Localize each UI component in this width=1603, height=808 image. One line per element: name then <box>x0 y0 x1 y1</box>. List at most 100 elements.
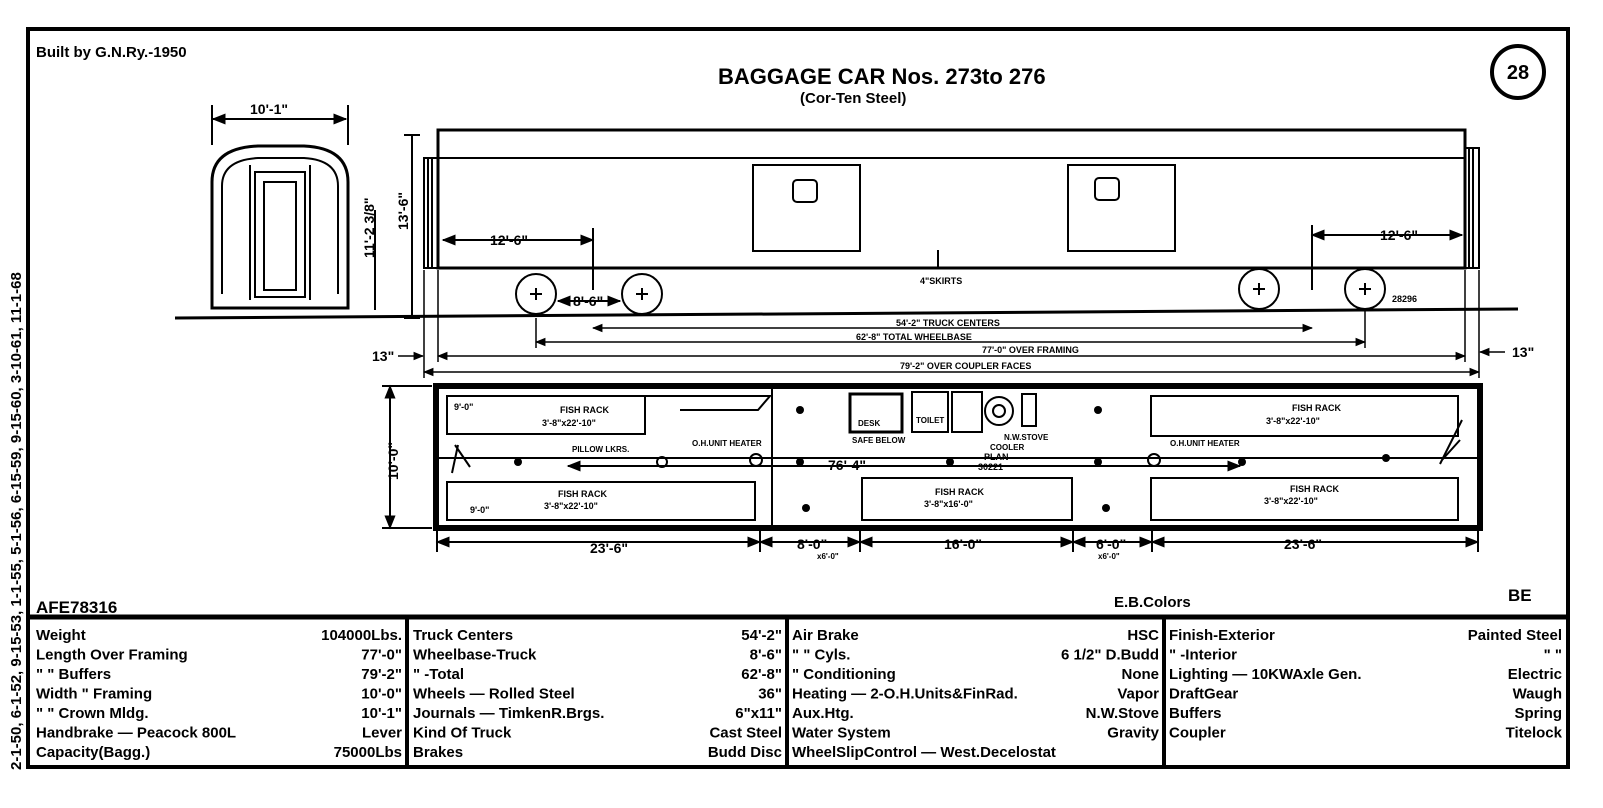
fish-rack-tr-label: FISH RACK <box>1292 403 1341 413</box>
spec-value: HSC <box>1127 627 1159 644</box>
spec-value: 6"x11" <box>735 705 782 722</box>
spec-value: 36" <box>758 686 782 703</box>
safe-below-label: SAFE BELOW <box>852 436 906 445</box>
car-number-small: 28296 <box>1392 294 1417 304</box>
desk-label: DESK <box>858 419 880 428</box>
spec-label: " " Cyls. <box>792 647 850 664</box>
spec-value: 54'-2" <box>741 627 782 644</box>
spec-value: Titelock <box>1506 725 1563 742</box>
fish-rack-c-label: FISH RACK <box>935 487 984 497</box>
spec-label: Finish-Exterior <box>1169 627 1275 644</box>
spec-value: 8'-6" <box>750 647 782 664</box>
left-overhang-label: 12'-6" <box>490 232 528 248</box>
end-view-width-label: 10'-1" <box>250 101 288 117</box>
fish-rack-bl-size: 3'-8"x22'-10" <box>544 501 598 511</box>
seg-4-sub-label: x6'-0" <box>1098 552 1120 561</box>
diagram-number: 28 <box>1507 62 1529 84</box>
pillow-lockers-label: PILLOW LKRS. <box>572 445 629 454</box>
rail-line <box>174 307 1519 320</box>
side-height-label: 13'-6" <box>395 192 411 230</box>
right-end-offset-label: 13" <box>1512 344 1534 360</box>
seg-5-label: 23'-6" <box>1284 536 1322 552</box>
spec-label: Handbrake — Peacock 800L <box>36 725 236 742</box>
spec-value: Spring <box>1515 705 1563 722</box>
spec-value: 104000Lbs. <box>321 627 402 644</box>
spec-value: " " <box>1544 647 1562 664</box>
seg-4-label: 6'-0" <box>1096 536 1126 552</box>
nw-stove-label: N.W.STOVE <box>1004 433 1049 442</box>
fish-rack-tr-size: 3'-8"x22'-10" <box>1266 416 1320 426</box>
over-coupler-faces-label: 79'-2" OVER COUPLER FACES <box>900 361 1031 371</box>
side-elevation <box>404 128 1480 319</box>
spec-label: " Conditioning <box>792 666 896 683</box>
cooler-label: COOLER <box>990 443 1024 452</box>
page-title: BAGGAGE CAR Nos. 273to 276 <box>718 64 1046 89</box>
oh-heater-left-label: O.H.UNIT HEATER <box>692 439 762 448</box>
spec-label: WheelSlipControl — West.Decelostat <box>792 744 1056 761</box>
spec-label: Water System <box>792 725 891 742</box>
fish-rack-bl-label: FISH RACK <box>558 489 607 499</box>
spec-value: Cast Steel <box>709 725 782 742</box>
spec-label: Truck Centers <box>413 627 513 644</box>
total-wheelbase-label: 62'-8" TOTAL WHEELBASE <box>856 332 972 342</box>
page-subtitle: (Cor-Ten Steel) <box>800 90 906 107</box>
spec-label: Buffers <box>1169 705 1222 722</box>
over-framing-label: 77'-0" OVER FRAMING <box>982 345 1079 355</box>
spec-label: Brakes <box>413 744 463 761</box>
spec-value: Electric <box>1508 666 1562 683</box>
spec-value: Vapor <box>1117 686 1159 703</box>
skirts-label: 4"SKIRTS <box>920 276 962 286</box>
spec-value: Painted Steel <box>1468 627 1562 644</box>
floor-plan <box>382 383 1483 552</box>
seg-3-label: 16'-0" <box>944 536 982 552</box>
fish-rack-br-label: FISH RACK <box>1290 484 1339 494</box>
spec-value: 75000Lbs <box>334 744 402 761</box>
spec-label: DraftGear <box>1169 686 1238 703</box>
plan-width-label: 10'-0" <box>385 442 401 480</box>
spec-value: N.W.Stove <box>1086 705 1159 722</box>
spec-label: Wheels — Rolled Steel <box>413 686 575 703</box>
fish-rack-c-size: 3'-8"x16'-0" <box>924 499 973 509</box>
seg-1-label: 23'-6" <box>590 540 628 556</box>
spec-value: None <box>1122 666 1160 683</box>
spec-value: Budd Disc <box>708 744 782 761</box>
seg-2-sub-label: x6'-0" <box>817 552 839 561</box>
spec-label: Length Over Framing <box>36 647 188 664</box>
spec-table-frame <box>30 614 1566 766</box>
spec-label: " " Crown Mldg. <box>36 705 149 722</box>
spec-value: 6 1/2" D.Budd <box>1061 647 1159 664</box>
spec-label: Coupler <box>1169 725 1226 742</box>
fish-rack-tl-dim: 9'-0" <box>454 402 473 412</box>
spec-label: Weight <box>36 627 86 644</box>
spec-value: Gravity <box>1107 725 1159 742</box>
end-view-height-label: 11'-2 3/8" <box>361 197 377 258</box>
right-overhang-label: 12'-6" <box>1380 227 1418 243</box>
spec-label: Wheelbase-Truck <box>413 647 537 664</box>
spec-label: Capacity(Bagg.) <box>36 744 150 761</box>
fish-rack-br-size: 3'-8"x22'-10" <box>1264 496 1318 506</box>
oh-heater-right-label: O.H.UNIT HEATER <box>1170 439 1240 448</box>
spec-value: Waugh <box>1513 686 1562 703</box>
left-end-offset-label: 13" <box>372 348 394 364</box>
colors-label: E.B.Colors <box>1114 594 1191 611</box>
spec-label: " -Total <box>413 666 464 683</box>
side-revision-dates: 2-1-50, 6-1-52, 9-15-53, 1-1-55, 5-1-56,… <box>8 272 25 770</box>
spec-label: " " Buffers <box>36 666 111 683</box>
spec-label: Journals — TimkenR.Brgs. <box>413 705 604 722</box>
end-view <box>210 105 376 310</box>
spec-value: 10'-1" <box>361 705 402 722</box>
built-by-label: Built by G.N.Ry.-1950 <box>36 44 187 61</box>
spec-label: Width " Framing <box>36 686 152 703</box>
seg-2-label: 8'-0" <box>797 536 827 552</box>
plan-label: PLAN <box>984 452 1009 462</box>
spec-value: Lever <box>362 725 402 742</box>
spec-value: 79'-2" <box>361 666 402 683</box>
spec-label: " -Interior <box>1169 647 1237 664</box>
truck-wheelbase-label: 8'-6" <box>573 293 603 309</box>
interior-length-label: 76'-4" <box>828 457 866 473</box>
diagram-number-circle <box>1490 44 1546 100</box>
spec-value: 62'-8" <box>741 666 782 683</box>
fish-rack-bl-dim: 9'-0" <box>470 505 489 515</box>
floor-plan-posts <box>514 406 1390 512</box>
